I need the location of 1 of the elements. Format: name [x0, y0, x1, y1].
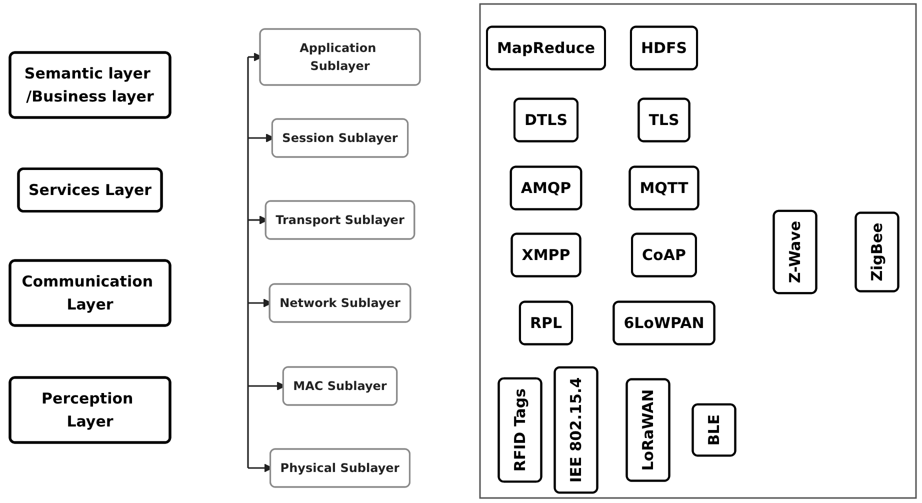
cluster [479, 3, 917, 499]
